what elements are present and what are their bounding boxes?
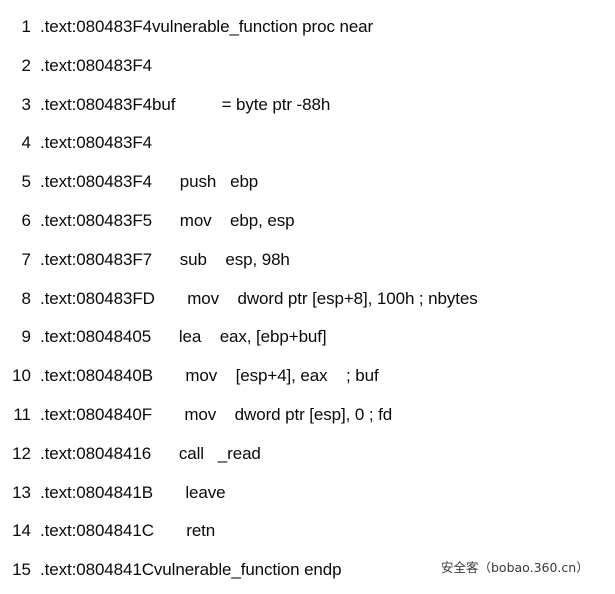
line-text: .text:080483F4 (40, 133, 153, 153)
line-text: .text:080483F4buf = byte ptr -88h (40, 94, 331, 114)
line-text: .text:0804840F mov dword ptr [esp], 0 ; … (40, 404, 393, 424)
line-text: .text:08048405 lea eax, [ebp+buf] (40, 327, 327, 347)
line-number: 5 (21, 172, 31, 192)
line-number: 14 (12, 521, 31, 541)
code-line: 15 .text:0804841Cvulnerable_function endp (0, 551, 615, 590)
line-text: .text:0804841B leave (40, 482, 226, 502)
code-line: 9 .text:08048405 lea eax, [ebp+buf] (0, 318, 615, 357)
code-line: 6 .text:080483F5 mov ebp, esp (0, 202, 615, 241)
line-number: 11 (13, 404, 31, 424)
line-text: .text:080483FD mov dword ptr [esp+8], 10… (40, 288, 478, 308)
code-line: 3 .text:080483F4buf = byte ptr -88h (0, 86, 615, 125)
code-line: 11 .text:0804840F mov dword ptr [esp], 0 … (0, 396, 615, 435)
line-number: 1 (21, 17, 31, 36)
line-number: 7 (21, 249, 31, 269)
line-number: 6 (21, 210, 31, 230)
line-number: 9 (21, 327, 31, 347)
code-line: 13 .text:0804841B leave (0, 474, 615, 513)
line-number: 3 (21, 94, 31, 114)
code-line: 12 .text:08048416 call _read (0, 435, 615, 474)
line-number: 8 (21, 288, 31, 308)
line-text: .text:0804840B mov [esp+4], eax ; buf (40, 366, 379, 386)
line-text: .text:080483F7 sub esp, 98h (40, 249, 290, 269)
line-text: .text:0804841C retn (40, 521, 216, 541)
code-line: 1 .text:080483F4vulnerable_function proc … (0, 8, 615, 47)
line-text: .text:080483F4vulnerable_function proc n… (40, 17, 374, 36)
line-text: .text:080483F5 mov ebp, esp (40, 210, 295, 230)
line-number: 10 (12, 366, 31, 386)
line-text: .text:0804841Cvulnerable_function endp (40, 560, 342, 580)
code-line: 8 .text:080483FD mov dword ptr [esp+8], 1… (0, 280, 615, 319)
watermark: 安全客（bobao.360.cn） (441, 560, 589, 575)
code-line: 4 .text:080483F4 (0, 124, 615, 163)
code-line: 10 .text:0804840B mov [esp+4], eax ; buf (0, 357, 615, 396)
line-text: .text:08048416 call _read (40, 443, 261, 463)
line-number: 15 (12, 560, 31, 580)
line-number: 4 (21, 133, 31, 153)
line-text: .text:080483F4 push ebp (40, 172, 259, 192)
code-line: 14 .text:0804841C retn (0, 512, 615, 551)
line-number: 12 (12, 443, 31, 463)
line-text: .text:080483F4 (40, 55, 153, 75)
code-line: 7 .text:080483F7 sub esp, 98h (0, 241, 615, 280)
line-number: 2 (21, 55, 31, 75)
code-line: 5 .text:080483F4 push ebp (0, 163, 615, 202)
code-line: 2 .text:080483F4 (0, 47, 615, 86)
line-number: 13 (12, 482, 31, 502)
